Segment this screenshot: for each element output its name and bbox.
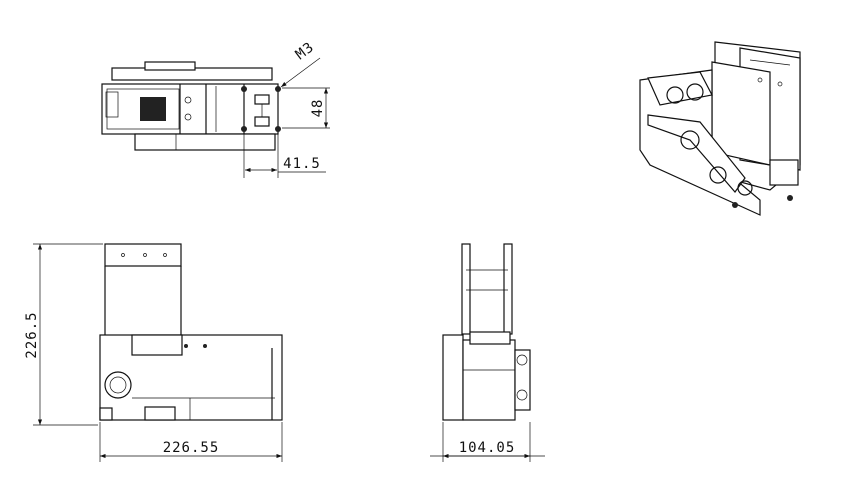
front-view: 226.5 226.55 xyxy=(24,243,283,462)
top-view: 48 41.5 M3 xyxy=(101,39,330,178)
dim-48: 48 xyxy=(310,99,326,118)
dim-41-5: 41.5 xyxy=(283,156,321,172)
dim-226-5: 226.5 xyxy=(24,311,40,358)
side-view: 104.05 xyxy=(430,243,545,462)
isometric-view xyxy=(639,41,801,216)
dim-104-05: 104.05 xyxy=(459,440,516,456)
dim-226-55: 226.55 xyxy=(163,440,220,456)
thread-label-m3: M3 xyxy=(293,39,318,63)
